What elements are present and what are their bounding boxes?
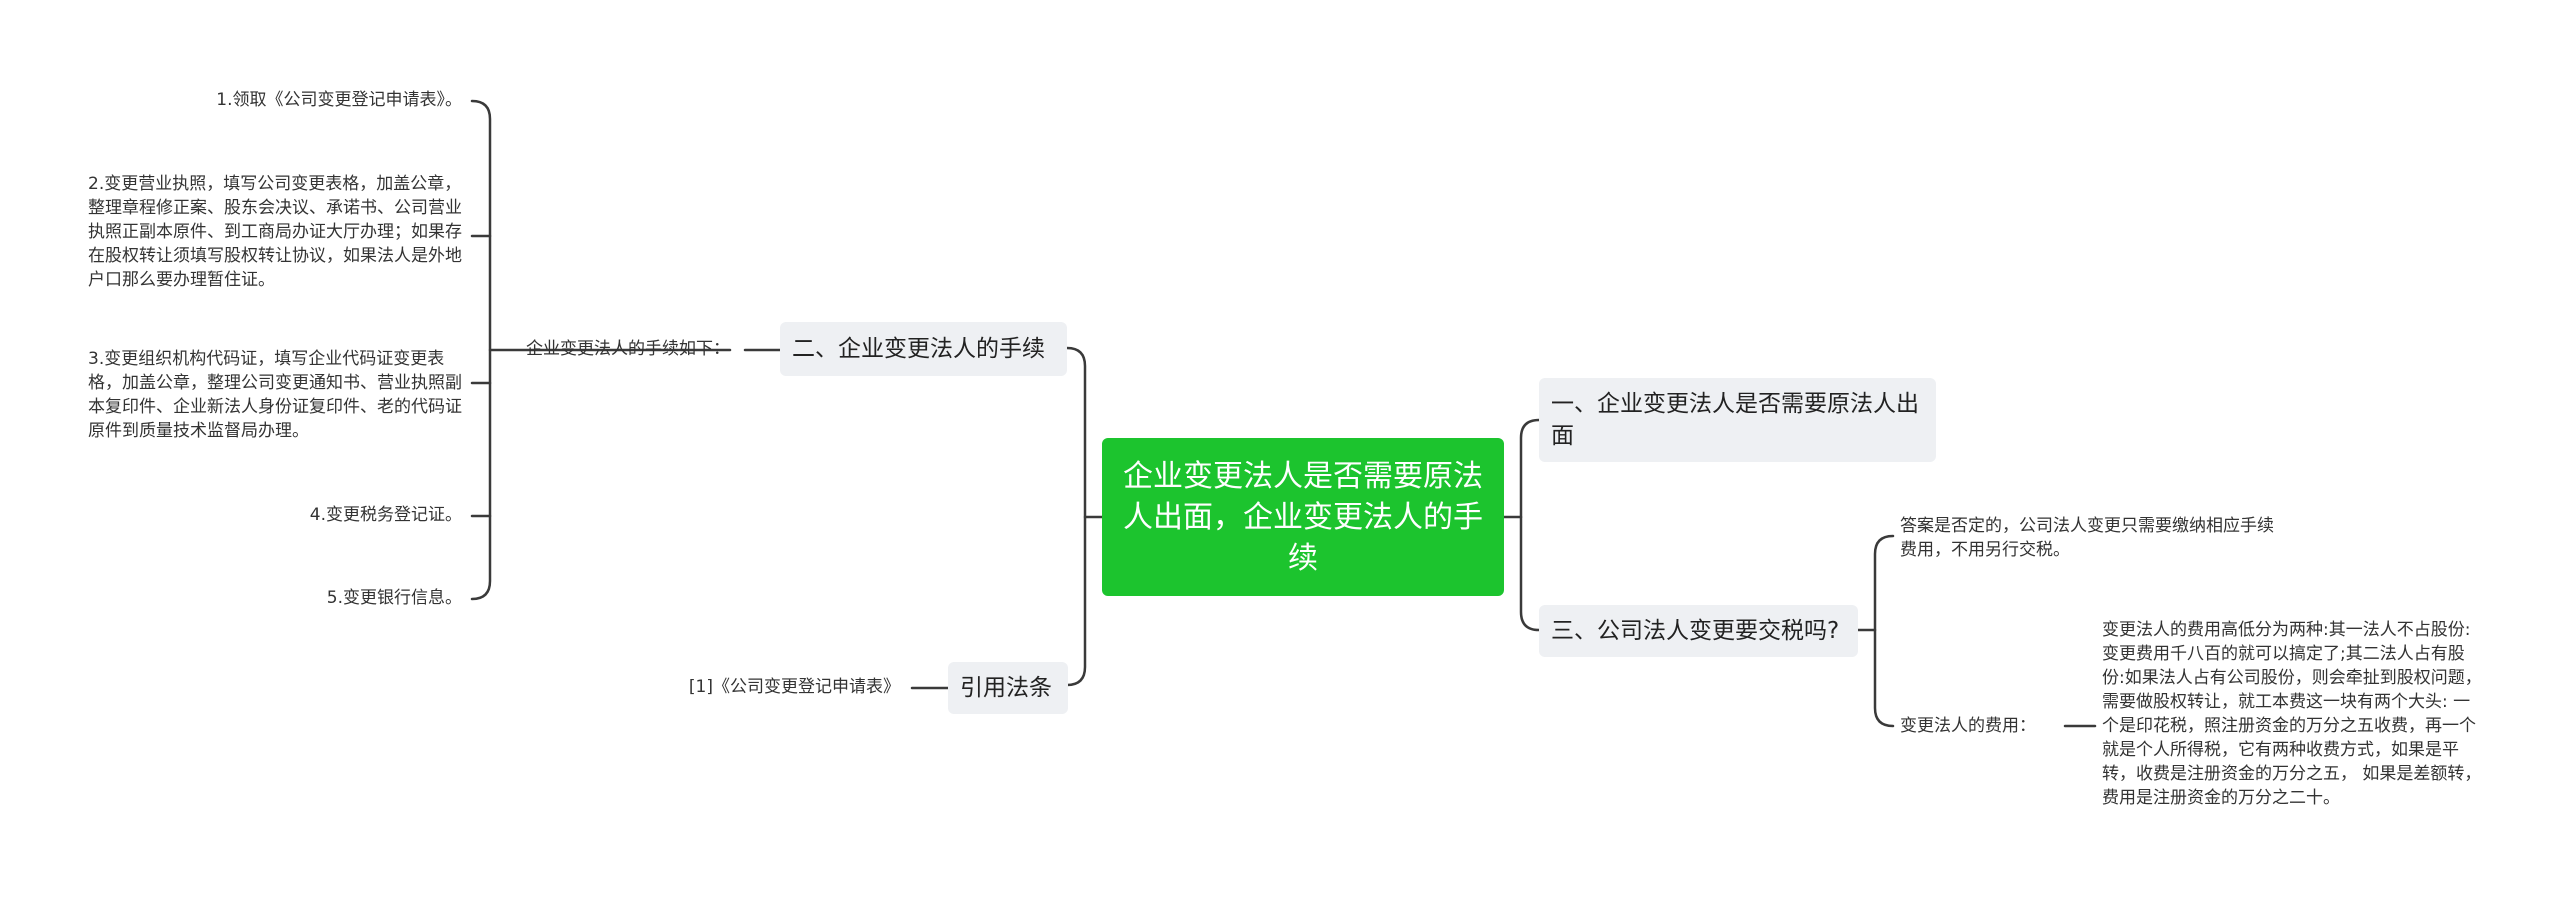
root-title: 企业变更法人是否需要原法人出面，企业变更法人的手续 xyxy=(1123,458,1483,576)
connector-right-trunk xyxy=(1519,418,1541,632)
procedure-intro[interactable]: 企业变更法人的手续如下： xyxy=(480,337,730,361)
branch-law[interactable]: 引用法条 xyxy=(948,662,1068,714)
connector-q3-bracket xyxy=(1873,534,1895,728)
step-3[interactable]: 3.变更组织机构代码证，填写企业代码证变更表格，加盖公章，整理公司变更通知书、营… xyxy=(88,347,463,443)
procedure-intro-text: 企业变更法人的手续如下： xyxy=(526,339,730,359)
branch-q3-title: 三、公司法人变更要交税吗? xyxy=(1551,618,1840,644)
branch-procedure[interactable]: 二、企业变更法人的手续 xyxy=(780,322,1067,376)
connector-left-trunk xyxy=(1065,346,1087,687)
step-5[interactable]: 5.变更银行信息。 xyxy=(80,586,462,610)
step-1[interactable]: 1.领取《公司变更登记申请表》。 xyxy=(80,88,462,112)
fee-detail-text: 变更法人的费用高低分为两种:其一法人不占股份:变更费用千八百的就可以搞定了;其二… xyxy=(2102,620,2482,808)
law-item-1[interactable]: [1]《公司变更登记申请表》 xyxy=(560,675,900,699)
q3-answer-text: 答案是否定的，公司法人变更只需要缴纳相应手续费用，不用另行交税。 xyxy=(1900,516,2274,560)
step-3-text: 3.变更组织机构代码证，填写企业代码证变更表格，加盖公章，整理公司变更通知书、营… xyxy=(88,349,462,441)
root-node[interactable]: 企业变更法人是否需要原法人出面，企业变更法人的手续 xyxy=(1102,438,1504,596)
step-2-text: 2.变更营业执照，填写公司变更表格，加盖公章，整理章程修正案、股东会决议、承诺书… xyxy=(88,174,462,290)
step-4-text: 4.变更税务登记证。 xyxy=(309,505,462,525)
step-5-text: 5.变更银行信息。 xyxy=(326,588,462,608)
connector-steps-bracket xyxy=(470,99,492,601)
fee-label[interactable]: 变更法人的费用： xyxy=(1900,714,2070,738)
branch-q1[interactable]: 一、企业变更法人是否需要原法人出面 xyxy=(1539,378,1936,462)
step-4[interactable]: 4.变更税务登记证。 xyxy=(80,503,462,527)
step-1-text: 1.领取《公司变更登记申请表》。 xyxy=(216,90,462,110)
branch-procedure-title: 二、企业变更法人的手续 xyxy=(792,336,1045,362)
branch-q3[interactable]: 三、公司法人变更要交税吗? xyxy=(1539,605,1858,657)
fee-label-text: 变更法人的费用： xyxy=(1900,716,2036,736)
step-2[interactable]: 2.变更营业执照，填写公司变更表格，加盖公章，整理章程修正案、股东会决议、承诺书… xyxy=(88,172,463,292)
fee-detail[interactable]: 变更法人的费用高低分为两种:其一法人不占股份:变更费用千八百的就可以搞定了;其二… xyxy=(2102,618,2482,810)
law-item-1-text: [1]《公司变更登记申请表》 xyxy=(688,677,900,697)
branch-q1-title: 一、企业变更法人是否需要原法人出面 xyxy=(1551,391,1919,449)
q3-answer[interactable]: 答案是否定的，公司法人变更只需要缴纳相应手续费用，不用另行交税。 xyxy=(1900,514,2280,562)
branch-law-title: 引用法条 xyxy=(960,675,1052,701)
